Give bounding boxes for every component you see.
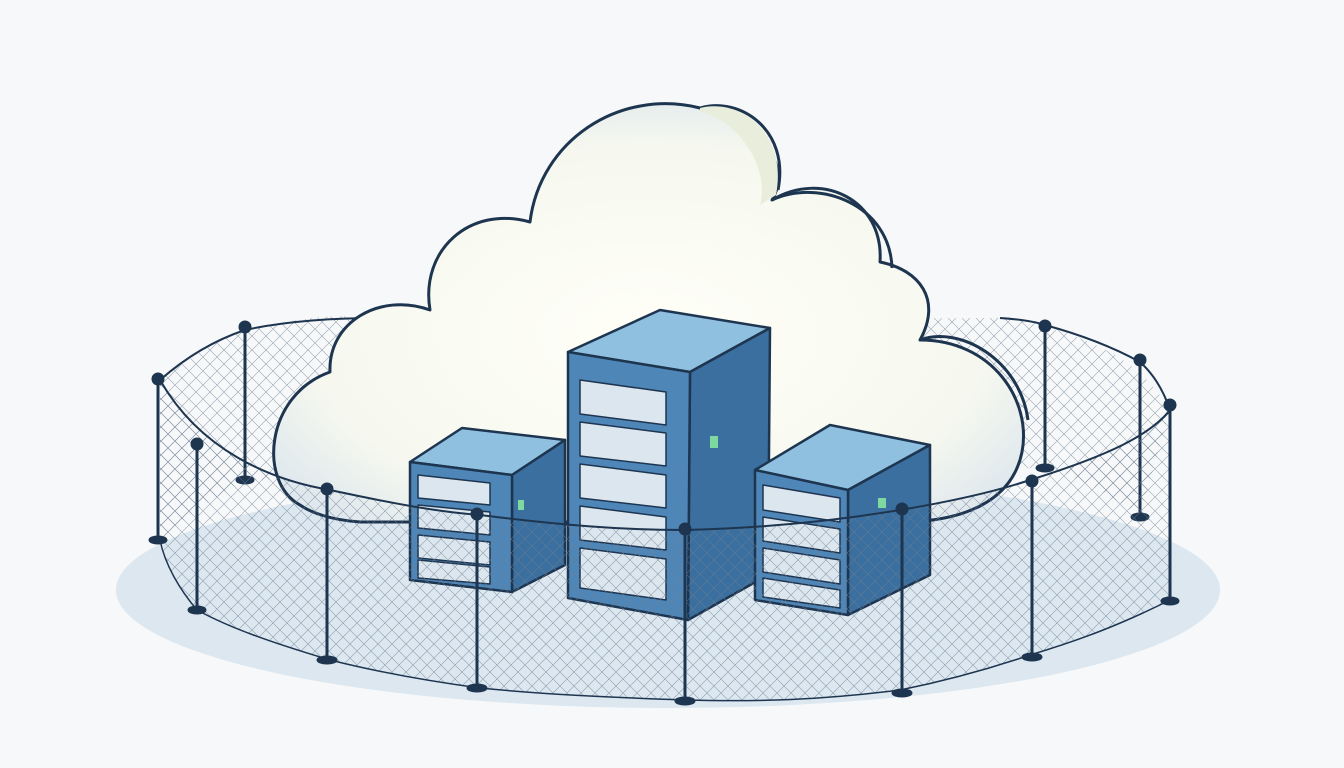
front-fence-mesh — [160, 380, 1170, 701]
led-icon — [710, 436, 718, 448]
front-fence-bottom-rope — [159, 539, 1171, 702]
led-icon — [878, 498, 886, 508]
cloud — [272, 102, 1030, 524]
front-fence-posts — [148, 372, 1180, 706]
led-icon — [518, 500, 524, 510]
